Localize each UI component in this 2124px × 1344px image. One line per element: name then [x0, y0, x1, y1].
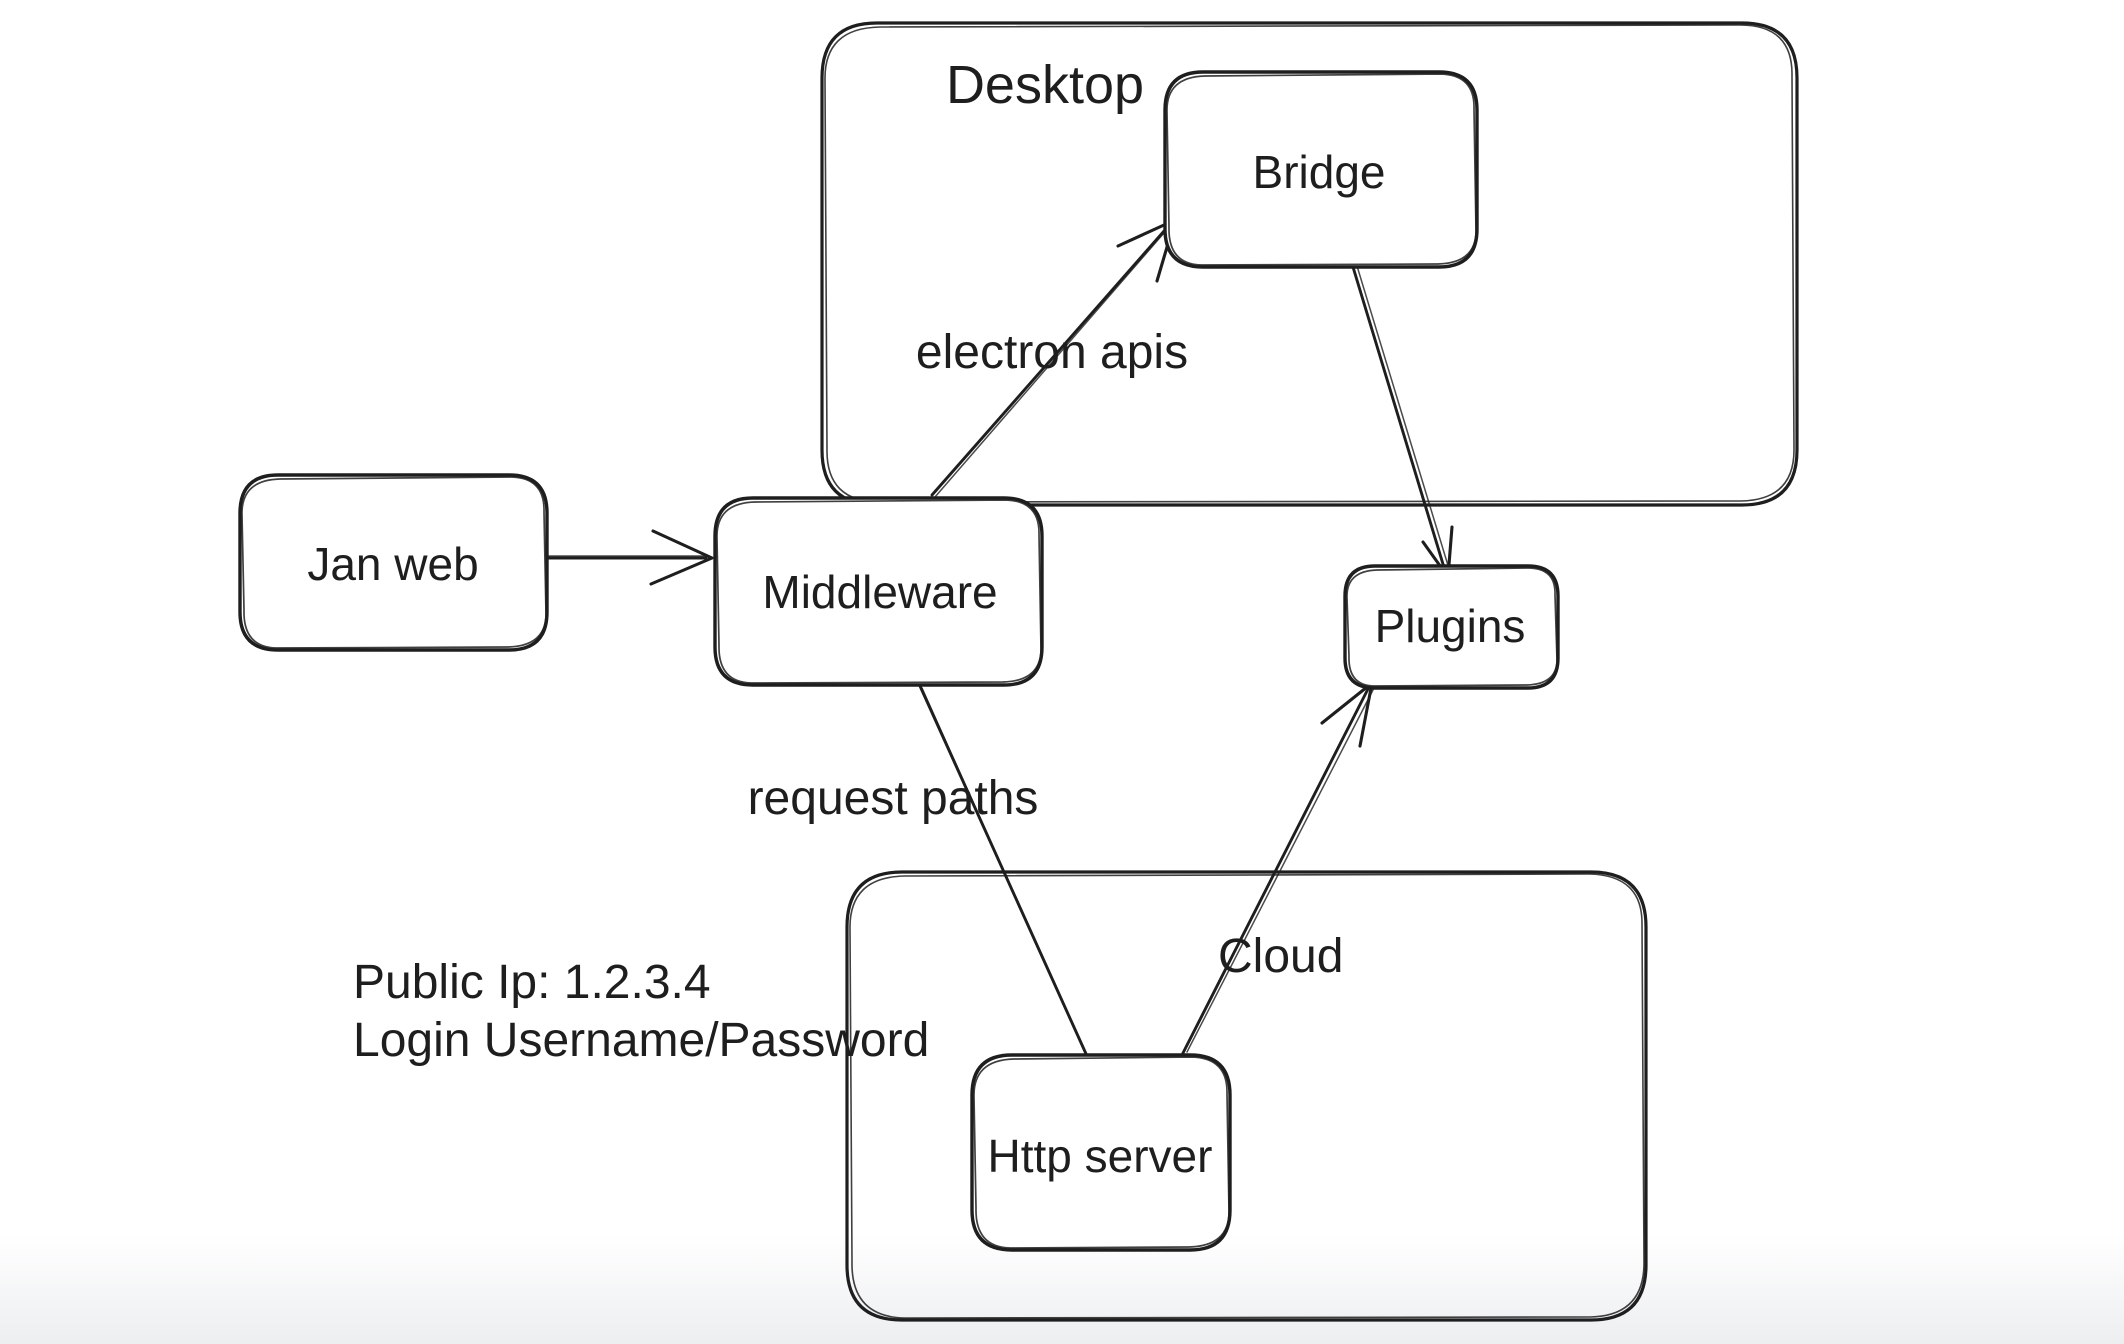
plugins-box[interactable] — [1343, 564, 1560, 690]
jan-web-label[interactable]: Jan web — [307, 538, 478, 590]
desktop-outline[interactable] — [820, 21, 1799, 507]
arrowhead-icon — [649, 529, 714, 586]
edge-middleware-to-bridge-sketch-stroke — [934, 225, 1171, 498]
edge-http-server-to-plugins-line[interactable] — [1181, 683, 1372, 1055]
edge-label-request-paths[interactable]: request paths — [748, 772, 1039, 825]
desktop-outline-sketch-stroke — [824, 24, 1795, 503]
cloud-label[interactable]: Cloud — [1218, 930, 1343, 983]
jan-web-box-sketch-stroke — [241, 476, 547, 649]
middleware-label[interactable]: Middleware — [762, 566, 997, 618]
http-server-box[interactable] — [970, 1053, 1232, 1252]
annotation-credentials[interactable]: Public Ip: 1.2.3.4 Login Username/Passwo… — [353, 956, 929, 1067]
bridge-box[interactable] — [1163, 70, 1479, 269]
edge-middleware-to-http-server-sketch-stroke — [921, 687, 1086, 1053]
node-plugins[interactable]: Plugins — [1343, 564, 1560, 690]
middleware-box-sketch-stroke — [716, 499, 1042, 684]
desktop-label[interactable]: Desktop — [946, 55, 1144, 115]
edge-bridge-to-plugins-line[interactable] — [1351, 265, 1448, 576]
jan-web-box[interactable] — [238, 473, 549, 652]
annotation-public-ip[interactable]: Public Ip: 1.2.3.4 — [353, 956, 711, 1009]
edge-middleware-to-bridge-line[interactable] — [930, 220, 1174, 497]
edge-http-server-to-plugins-sketch-stroke — [1186, 687, 1375, 1053]
node-http-server[interactable]: Http server — [970, 1053, 1232, 1252]
http-server-box-sketch-stroke — [973, 1056, 1230, 1249]
http-server-label[interactable]: Http server — [988, 1130, 1213, 1182]
container-cloud[interactable]: Cloud — [845, 870, 1648, 1322]
plugins-box-sketch-stroke — [1346, 567, 1558, 687]
bridge-box-sketch-stroke — [1166, 73, 1477, 266]
node-middleware[interactable]: Middleware — [713, 496, 1044, 687]
edge-middleware-to-bridge[interactable]: electron apis — [916, 218, 1188, 498]
cloud-outline[interactable] — [845, 870, 1648, 1322]
node-jan-web[interactable]: Jan web — [238, 473, 549, 652]
canvas-bottom-fade — [0, 1235, 2124, 1344]
edge-middleware-to-http-server[interactable]: request paths — [748, 684, 1089, 1058]
container-desktop[interactable]: Desktop — [820, 21, 1799, 507]
middleware-box[interactable] — [713, 496, 1044, 687]
bridge-label[interactable]: Bridge — [1253, 146, 1386, 198]
annotation-login[interactable]: Login Username/Password — [353, 1014, 929, 1067]
node-bridge[interactable]: Bridge — [1163, 70, 1479, 269]
cloud-outline-sketch-stroke — [849, 873, 1645, 1319]
edge-jan-web-to-middleware[interactable] — [545, 529, 714, 586]
plugins-label[interactable]: Plugins — [1375, 600, 1526, 652]
edge-label-electron-apis[interactable]: electron apis — [916, 326, 1188, 379]
edge-bridge-to-plugins-sketch-stroke — [1356, 265, 1451, 573]
